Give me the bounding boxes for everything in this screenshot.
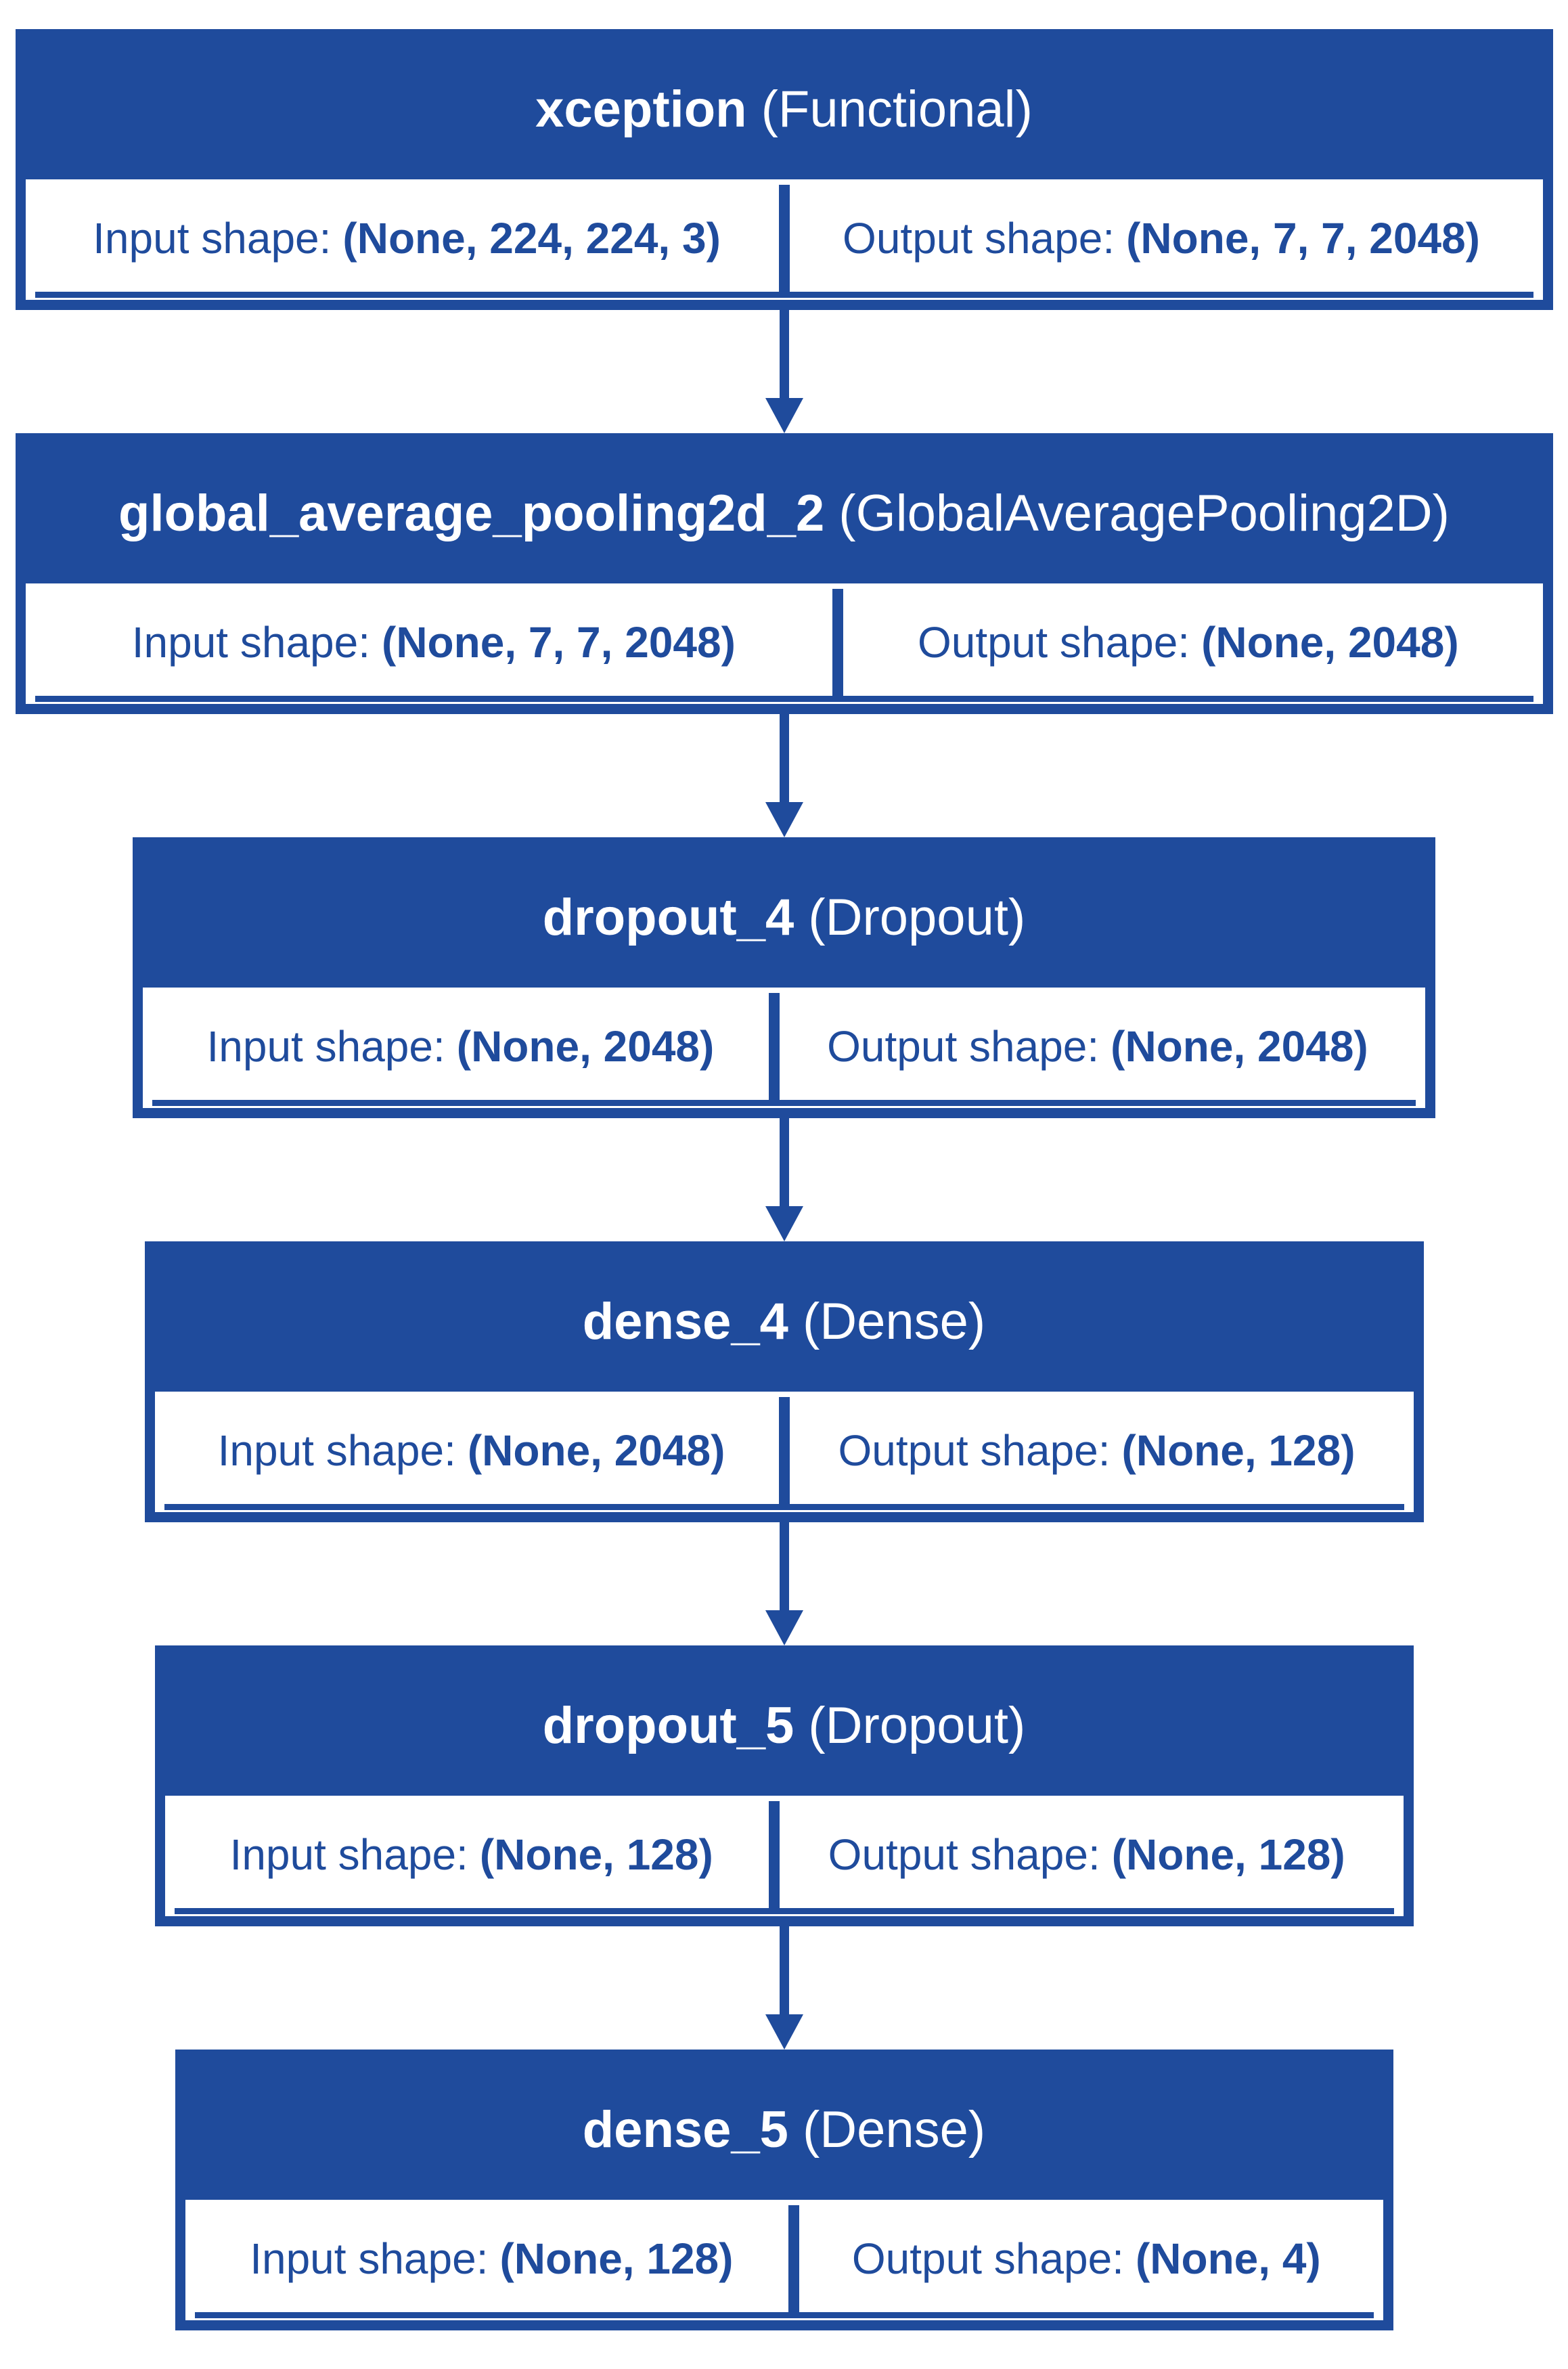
layer-box-dropout-5: dropout_5 (Dropout) Input shape: (None, …: [154, 1645, 1414, 1926]
output-shape-cell: Output shape: (None, 4): [799, 2205, 1374, 2318]
cell-divider: [778, 1397, 790, 1510]
cell-divider: [832, 589, 844, 702]
layer-type: (Dropout): [808, 889, 1026, 946]
output-shape-label: Output shape:: [918, 618, 1190, 667]
layer-box-dense-4: dense_4 (Dense) Input shape: (None, 2048…: [144, 1241, 1424, 1522]
layer-name: dense_5: [582, 2101, 788, 2158]
layer-type: (Dense): [802, 1293, 986, 1350]
layer-title: global_average_pooling2d_2 (GlobalAverag…: [25, 443, 1543, 583]
shape-cells: Input shape: (None, 2048) Output shape: …: [152, 993, 1416, 1106]
input-shape-cell: Input shape: (None, 2048): [152, 993, 769, 1106]
output-shape-cell: Output shape: (None, 7, 7, 2048): [789, 185, 1533, 298]
output-shape-value: (None, 128): [1111, 1830, 1345, 1879]
layer-type: (Dense): [802, 2101, 986, 2158]
input-shape-label: Input shape:: [206, 1022, 445, 1071]
output-shape-value: (None, 4): [1135, 2234, 1321, 2283]
input-shape-label: Input shape:: [229, 1830, 468, 1879]
input-shape-value: (None, 7, 7, 2048): [382, 618, 736, 667]
cell-divider: [778, 185, 790, 298]
layer-title: dropout_4 (Dropout): [143, 847, 1425, 988]
layer-title: dropout_5 (Dropout): [164, 1656, 1404, 1796]
flow-arrow-icon: [765, 1522, 803, 1645]
input-shape-value: (None, 2048): [467, 1426, 725, 1475]
flow-arrow-icon: [765, 310, 803, 433]
input-shape-value: (None, 224, 224, 3): [342, 214, 721, 263]
layer-title: xception (Functional): [25, 39, 1543, 179]
shape-cells: Input shape: (None, 7, 7, 2048) Output s…: [35, 589, 1533, 702]
layer-name: global_average_pooling2d_2: [118, 485, 825, 542]
input-shape-cell: Input shape: (None, 224, 224, 3): [35, 185, 779, 298]
output-shape-label: Output shape:: [827, 1022, 1100, 1071]
input-shape-cell: Input shape: (None, 2048): [164, 1397, 779, 1510]
input-shape-label: Input shape:: [131, 618, 371, 667]
input-shape-label: Input shape:: [93, 214, 332, 263]
output-shape-cell: Output shape: (None, 128): [779, 1801, 1394, 1914]
layer-name: dense_4: [582, 1293, 788, 1350]
input-shape-value: (None, 128): [479, 1830, 713, 1879]
cell-divider: [788, 2205, 800, 2318]
output-shape-value: (None, 128): [1121, 1426, 1356, 1475]
shape-cells: Input shape: (None, 128) Output shape: (…: [194, 2205, 1374, 2318]
input-shape-value: (None, 2048): [456, 1022, 715, 1071]
output-shape-cell: Output shape: (None, 2048): [843, 589, 1533, 702]
shape-cells: Input shape: (None, 224, 224, 3) Output …: [35, 185, 1533, 298]
cell-divider: [768, 993, 780, 1106]
input-shape-cell: Input shape: (None, 128): [194, 2205, 789, 2318]
cell-divider: [768, 1801, 780, 1914]
layer-box-dropout-4: dropout_4 (Dropout) Input shape: (None, …: [133, 837, 1435, 1118]
output-shape-label: Output shape:: [838, 1426, 1111, 1475]
output-shape-label: Output shape:: [828, 1830, 1100, 1879]
flow-arrow-icon: [765, 714, 803, 837]
layer-type: (Dropout): [808, 1697, 1026, 1754]
layer-name: dropout_4: [542, 889, 794, 946]
output-shape-label: Output shape:: [843, 214, 1115, 263]
output-shape-label: Output shape:: [851, 2234, 1124, 2283]
output-shape-value: (None, 7, 7, 2048): [1126, 214, 1480, 263]
layer-box-xception: xception (Functional) Input shape: (None…: [15, 29, 1553, 310]
layer-box-global-average-pooling2d-2: global_average_pooling2d_2 (GlobalAverag…: [15, 433, 1553, 714]
layer-name: dropout_5: [542, 1697, 794, 1754]
layer-type: (Functional): [761, 81, 1033, 138]
shape-cells: Input shape: (None, 2048) Output shape: …: [164, 1397, 1404, 1510]
shape-cells: Input shape: (None, 128) Output shape: (…: [174, 1801, 1394, 1914]
input-shape-label: Input shape:: [217, 1426, 456, 1475]
output-shape-cell: Output shape: (None, 2048): [779, 993, 1416, 1106]
layer-box-dense-5: dense_5 (Dense) Input shape: (None, 128)…: [175, 2050, 1393, 2330]
output-shape-cell: Output shape: (None, 128): [789, 1397, 1404, 1510]
flow-arrow-icon: [765, 1118, 803, 1241]
input-shape-label: Input shape:: [250, 2234, 489, 2283]
layer-type: (GlobalAveragePooling2D): [838, 485, 1450, 542]
output-shape-value: (None, 2048): [1201, 618, 1459, 667]
layer-title: dense_4 (Dense): [154, 1252, 1414, 1392]
input-shape-cell: Input shape: (None, 7, 7, 2048): [35, 589, 833, 702]
layer-title: dense_5 (Dense): [185, 2060, 1383, 2200]
input-shape-cell: Input shape: (None, 128): [174, 1801, 769, 1914]
layer-name: xception: [535, 81, 747, 138]
input-shape-value: (None, 128): [499, 2234, 734, 2283]
output-shape-value: (None, 2048): [1111, 1022, 1368, 1071]
flow-arrow-icon: [765, 1926, 803, 2050]
